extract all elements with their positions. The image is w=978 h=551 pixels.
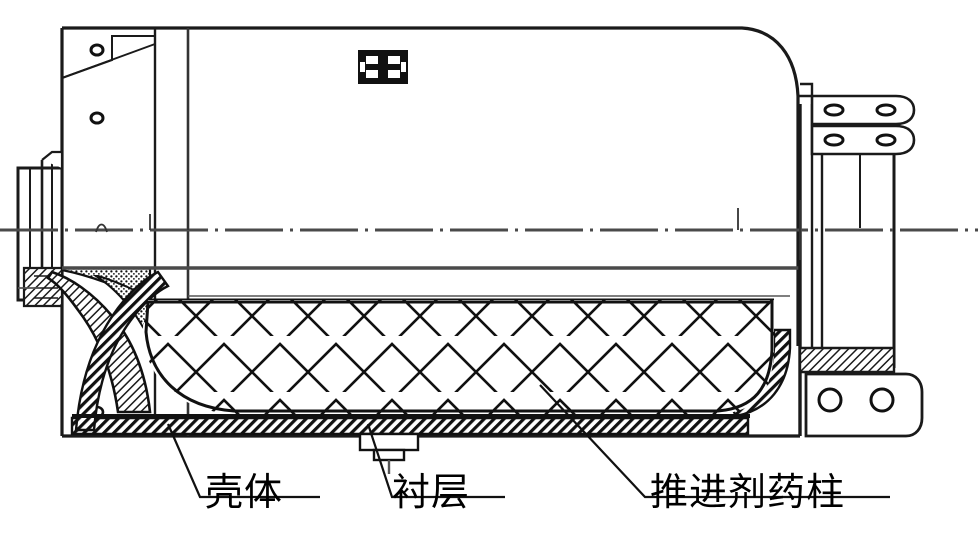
fastener-hole-icon <box>817 387 843 413</box>
upper-mount-lug <box>810 94 916 126</box>
propellant-grain-region <box>142 300 774 414</box>
bottom-boss-fitting <box>358 432 420 474</box>
combustion-port-cavity <box>62 266 800 297</box>
leader-shell <box>166 423 320 499</box>
callout-leaders <box>166 384 890 499</box>
fastener-hole-icon <box>89 43 105 57</box>
axis-centerline <box>0 200 978 260</box>
fastener-hole-icon <box>875 103 897 117</box>
leader-grain <box>539 384 890 499</box>
forward-port-boss <box>16 150 64 308</box>
section-marker-badge <box>358 50 408 84</box>
fastener-hole-icon <box>823 103 845 117</box>
aft-skirt-assembly <box>798 82 924 438</box>
callout-label-shell: 壳体 <box>205 472 284 514</box>
upper-mount-lug <box>810 124 916 156</box>
fastener-hole-icon <box>89 111 105 125</box>
aft-flange-section <box>798 346 896 374</box>
fastener-hole-icon <box>823 133 845 147</box>
callout-label-liner: 衬层 <box>392 472 471 514</box>
fastener-hole-icon <box>869 387 895 413</box>
liner-band <box>70 270 792 436</box>
leader-liner <box>366 423 505 499</box>
callout-label-grain: 推进剂药柱 <box>650 472 846 514</box>
forward-closure-assembly <box>61 28 190 436</box>
fastener-hole-icon <box>875 133 897 147</box>
